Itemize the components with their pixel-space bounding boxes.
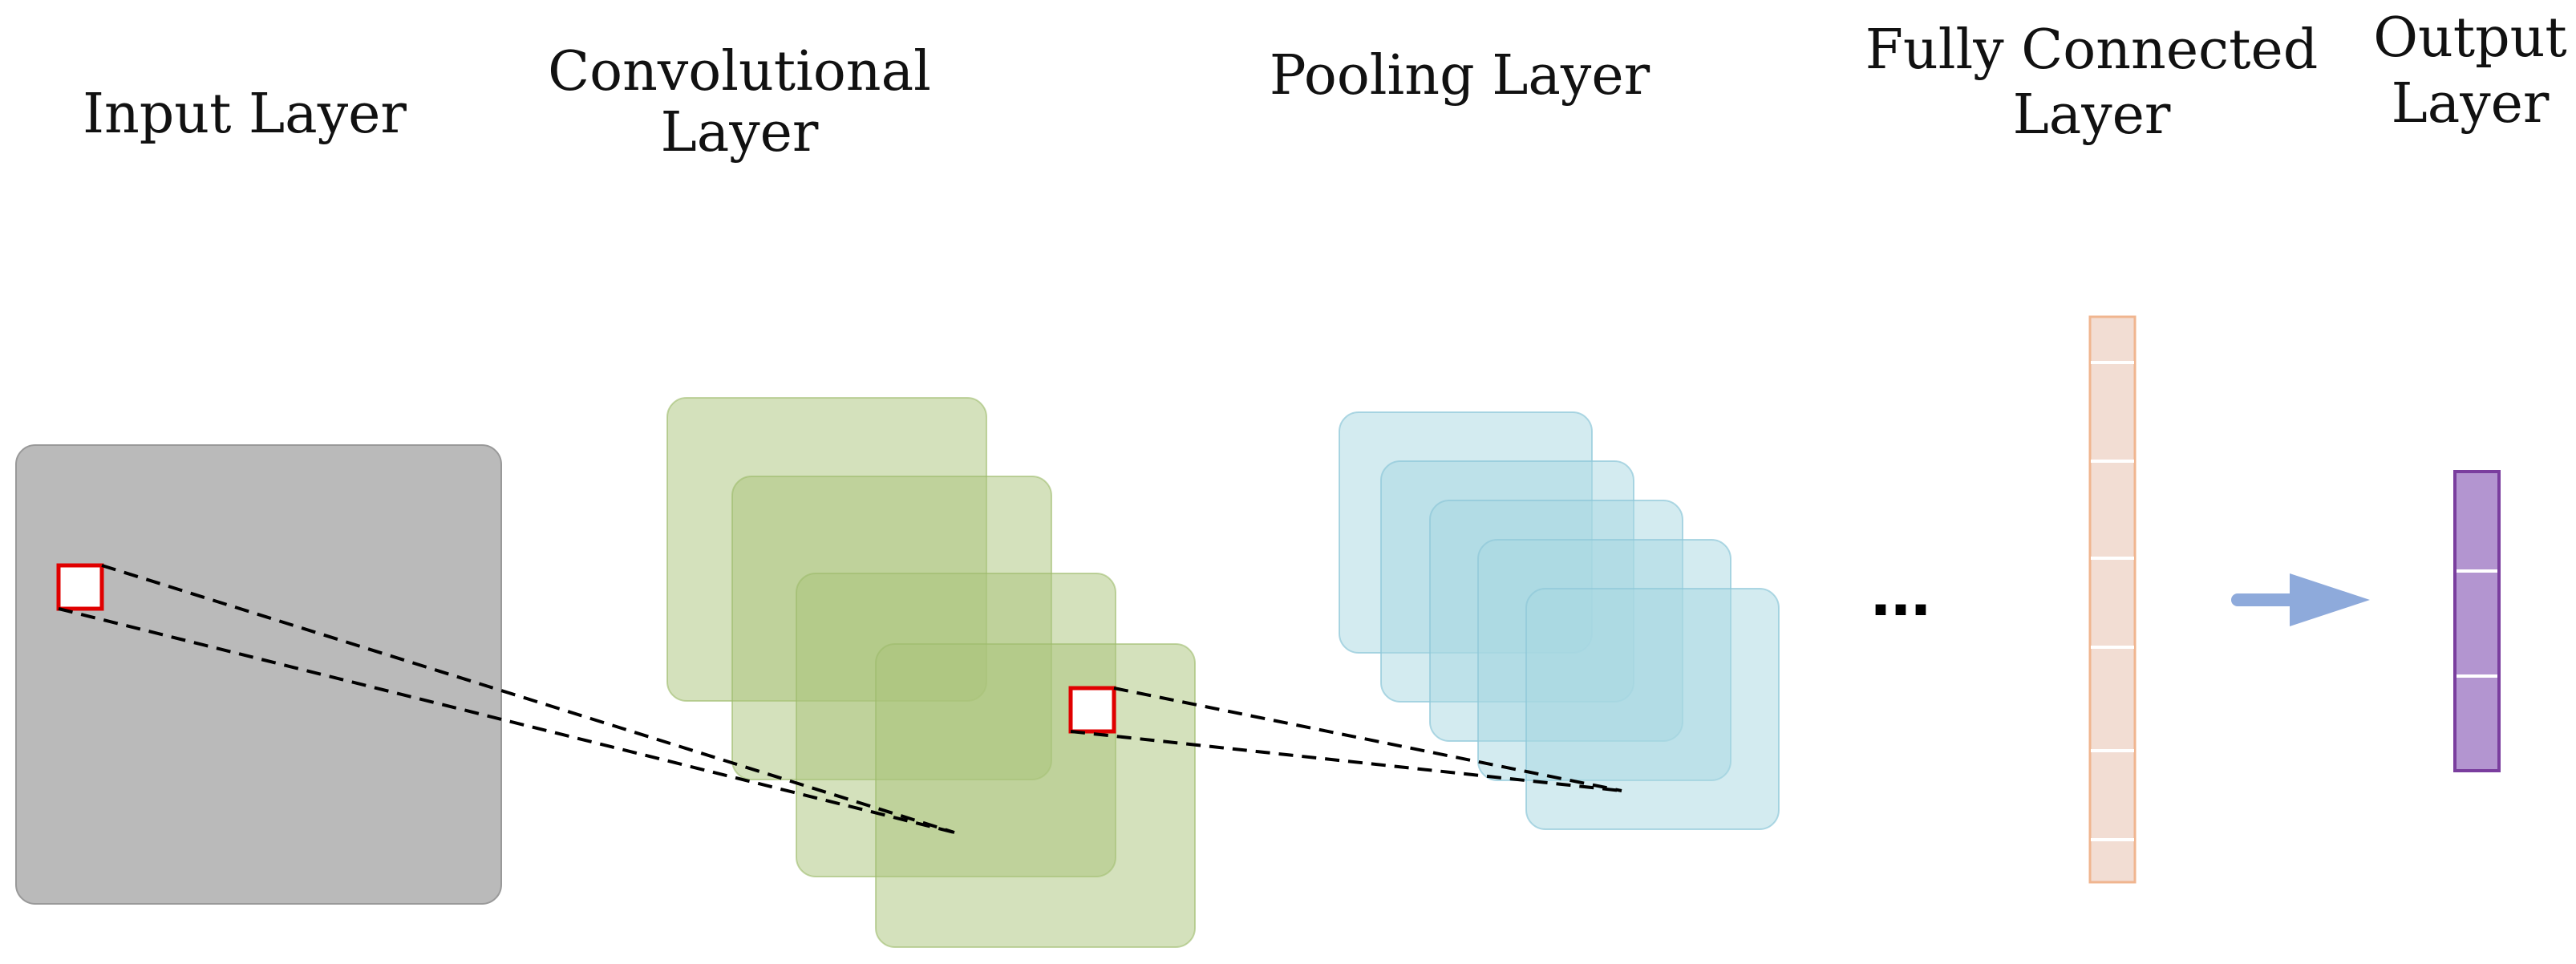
conv-receptive-field (1068, 686, 1116, 734)
input-layer-label: Input Layer (83, 83, 407, 146)
connection-lines (58, 564, 1622, 834)
output-layer (2453, 470, 2501, 772)
output-layer-label-line1: Output (2373, 6, 2567, 70)
input-to-conv-line-top (101, 564, 955, 834)
arrow-head (2290, 573, 2370, 626)
input-feature-map (15, 444, 502, 905)
input-to-conv-line-bottom (58, 607, 955, 834)
arrow-icon (2231, 573, 2370, 626)
conv-feature-map-4 (875, 643, 1196, 948)
pool-feature-map-5 (1525, 588, 1780, 830)
output-layer-label-line2: Layer (2392, 72, 2550, 136)
pooling-layer-label: Pooling Layer (1270, 44, 1651, 107)
fc-layer-label-line2: Layer (2013, 83, 2171, 147)
conv-to-pool-line-top (1113, 687, 1622, 792)
pooling-layer (1339, 411, 1780, 830)
convolutional-layer (666, 397, 1196, 948)
ellipsis: ... (1870, 551, 1930, 631)
fc-layer-label-line1: Fully Connected (1865, 18, 2319, 82)
conv-layer-label-line1: Convolutional (548, 40, 931, 103)
fully-connected-layer (2088, 315, 2137, 884)
fc-column (2088, 315, 2137, 884)
output-column (2453, 470, 2501, 772)
conv-layer-label-line2: Layer (661, 101, 819, 164)
input-layer (15, 444, 502, 905)
input-receptive-field (56, 563, 104, 611)
